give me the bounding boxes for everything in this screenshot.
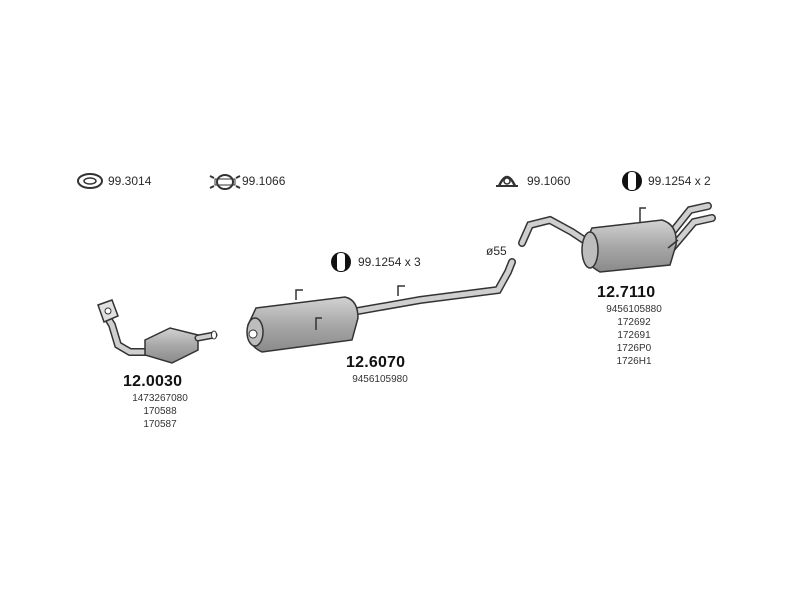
part-ref: 1726H1 — [616, 356, 652, 367]
accessory-code-rubber-mount-middle: 99.1254 x 3 — [358, 255, 421, 269]
part-ref: 170587 — [143, 419, 177, 430]
part-ref: 9456105980 — [352, 374, 408, 385]
part-ref: 1473267080 — [132, 393, 188, 404]
part-refs-12-7110: 9456105880 172692 172691 1726P0 1726H1 — [598, 303, 670, 368]
exhaust-clamp-icon — [209, 174, 241, 190]
part-ref: 172691 — [617, 330, 651, 341]
u-bolt-clamp-icon — [496, 175, 518, 187]
part-number-12-0030: 12.0030 — [123, 373, 183, 390]
accessory-code-rubber-mount-rear: 99.1254 x 2 — [648, 174, 711, 188]
catalytic-converter-pipe — [97, 299, 218, 364]
rubber-mount-icon — [331, 252, 351, 272]
accessory-code-u-bolt: 99.1060 — [527, 174, 571, 188]
part-ref: 1726P0 — [616, 343, 652, 354]
part-ref: 9456105880 — [606, 304, 662, 315]
part-number-12-7110: 12.7110 — [597, 284, 656, 301]
part-refs-12-0030: 1473267080 170588 170587 — [124, 392, 196, 431]
part-number-12-6070: 12.6070 — [346, 354, 406, 371]
pipe-diameter-label: ø55 — [486, 244, 507, 258]
middle-silencer — [246, 258, 516, 353]
part-refs-12-6070: 9456105980 — [344, 373, 416, 386]
part-ref: 172692 — [617, 317, 651, 328]
rear-silencer — [518, 202, 716, 273]
rubber-mount-icon — [622, 171, 642, 191]
accessory-code-gasket: 99.3014 — [108, 174, 152, 188]
gasket-ring-icon — [77, 173, 103, 189]
accessory-code-clamp: 99.1066 — [242, 174, 286, 188]
part-ref: 170588 — [143, 406, 177, 417]
